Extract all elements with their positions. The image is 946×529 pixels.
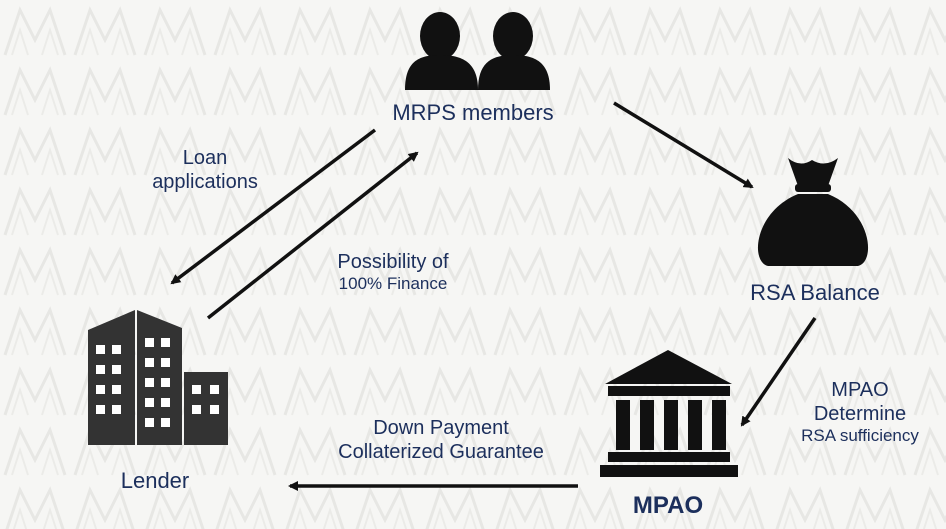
node-label-lender: Lender [120, 468, 190, 493]
edge-label-determine-line1: MPAO [831, 379, 889, 401]
arrow-lender-to-members [206, 151, 419, 320]
money-bag-icon [757, 158, 869, 266]
node-label-members: MRPS members [392, 100, 554, 125]
edge-label-determine: MPAO Determine RSA sufficiency [778, 378, 942, 446]
edge-label-loan-line1: Loan [182, 147, 228, 169]
bank-building-icon [600, 350, 738, 477]
edge-label-guarantee: Down Payment Collaterized Guarantee [306, 416, 576, 464]
node-label-mpao: MPAO [632, 492, 704, 519]
arrow-members-to-rsa [613, 101, 754, 189]
edge-label-finance-line1: Possibility of [337, 251, 449, 273]
edge-label-loan-line2: applications [152, 171, 258, 193]
edge-label-guarantee-line2: Collaterized Guarantee [338, 441, 544, 463]
arrow-members-to-lender [170, 128, 377, 285]
node-label-rsa: RSA Balance [750, 280, 880, 305]
edge-label-finance: Possibility of 100% Finance [318, 250, 468, 294]
edge-label-loan-applications: Loan applications [130, 146, 280, 194]
edge-label-finance-line2: 100% Finance [338, 274, 448, 293]
edge-label-guarantee-line1: Down Payment [373, 417, 509, 439]
edge-label-determine-line3: RSA sufficiency [801, 426, 919, 445]
arrow-rsa-to-mpao [740, 317, 817, 427]
edge-label-determine-line2: Determine [813, 403, 907, 425]
people-icon [405, 12, 550, 90]
office-buildings-icon [88, 310, 228, 445]
